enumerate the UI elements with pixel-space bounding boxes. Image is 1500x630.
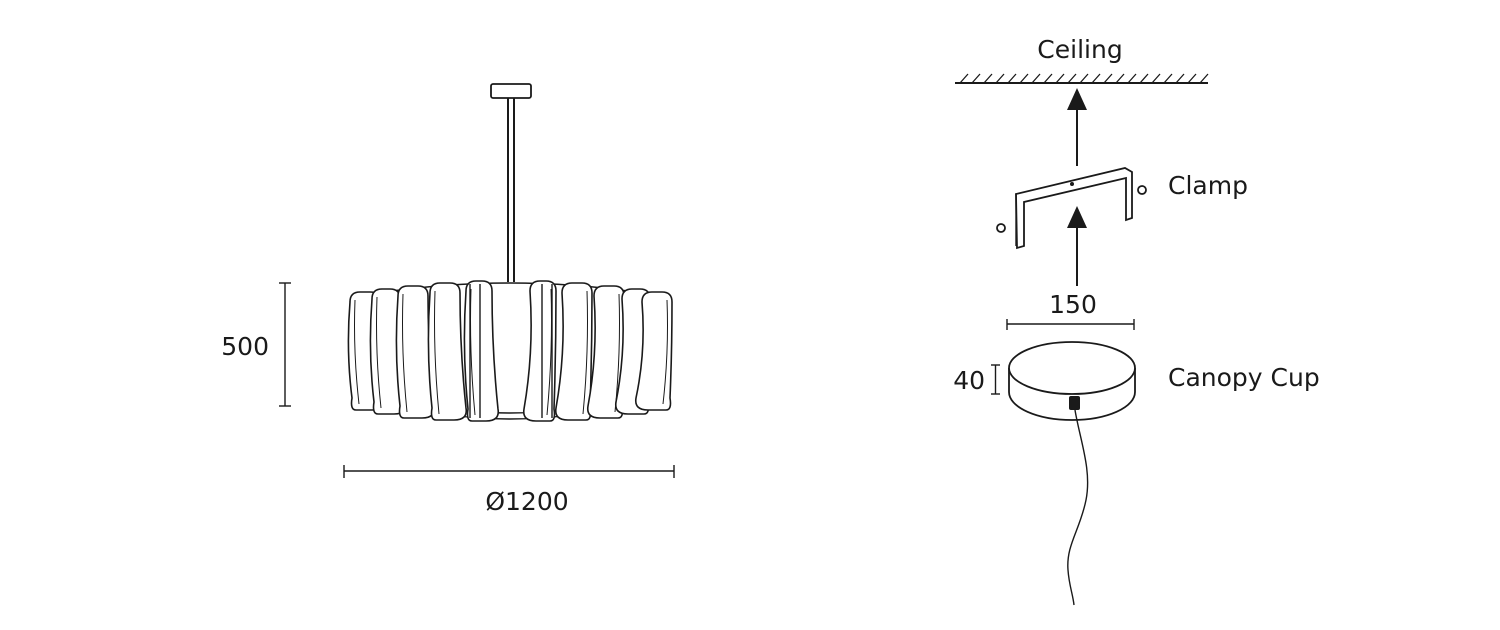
hatch-line — [983, 73, 993, 84]
canopy-height-label: 40 — [953, 366, 985, 395]
hatch-line — [1055, 73, 1065, 84]
screw-icon — [1137, 185, 1147, 195]
canopy-height-dimension: 40 — [953, 364, 1000, 395]
diameter-label: Ø1200 — [485, 487, 568, 516]
height-dimension: 500 — [221, 282, 291, 407]
hatch-line — [1199, 73, 1209, 84]
hatch-line — [1151, 73, 1161, 84]
canopy-label: Canopy Cup — [1168, 363, 1320, 392]
screw-icon — [996, 223, 1006, 233]
lamp-canopy — [490, 83, 532, 99]
clamp-bracket: Clamp — [996, 167, 1248, 250]
hatch-line — [1127, 73, 1137, 84]
lamp-slat-edge — [402, 293, 408, 413]
hatch-line — [971, 73, 981, 84]
power-cable — [1067, 409, 1089, 606]
arrow-to-ceiling-icon — [1067, 88, 1087, 166]
hatch-line — [1079, 73, 1089, 84]
lamp-slat — [427, 282, 468, 421]
lamp-slat-edge — [662, 299, 668, 405]
canopy-cup: Canopy Cup — [1008, 341, 1320, 421]
lamp-slat — [634, 291, 673, 411]
hatch-line — [1067, 73, 1077, 84]
height-label: 500 — [221, 332, 269, 361]
arrow-to-clamp-icon — [1067, 206, 1087, 286]
hatch-line — [1175, 73, 1185, 84]
lamp-slat-edge — [354, 299, 360, 405]
canopy-width-label: 150 — [1049, 290, 1097, 319]
canopy-width-dimension: 150 — [1006, 290, 1135, 330]
hatch-line — [1007, 73, 1017, 84]
hatch-line — [1163, 73, 1173, 84]
hatch-line — [1115, 73, 1125, 84]
lamp-slats — [347, 280, 673, 422]
ceiling: Ceiling — [955, 35, 1209, 84]
pendant-lamp-drawing — [347, 83, 673, 422]
hatch-line — [1187, 73, 1197, 84]
hatch-line — [1103, 73, 1113, 84]
lamp-slat-edge — [376, 296, 382, 409]
hatch-line — [1031, 73, 1041, 84]
hatch-line — [1139, 73, 1149, 84]
lamp-slat-edge — [434, 290, 440, 415]
lamp-slat-edge — [582, 290, 588, 415]
hatch-line — [1043, 73, 1053, 84]
hatch-line — [995, 73, 1005, 84]
hatch-line — [1019, 73, 1029, 84]
hatch-line — [959, 73, 969, 84]
ceiling-label: Ceiling — [1037, 35, 1122, 64]
ceiling-hatch — [959, 73, 1209, 84]
hatch-line — [1091, 73, 1101, 84]
lamp-slat — [522, 280, 557, 422]
cable-grip — [1069, 396, 1080, 410]
clamp-label: Clamp — [1168, 171, 1248, 200]
diameter-dimension: Ø1200 — [343, 465, 675, 516]
